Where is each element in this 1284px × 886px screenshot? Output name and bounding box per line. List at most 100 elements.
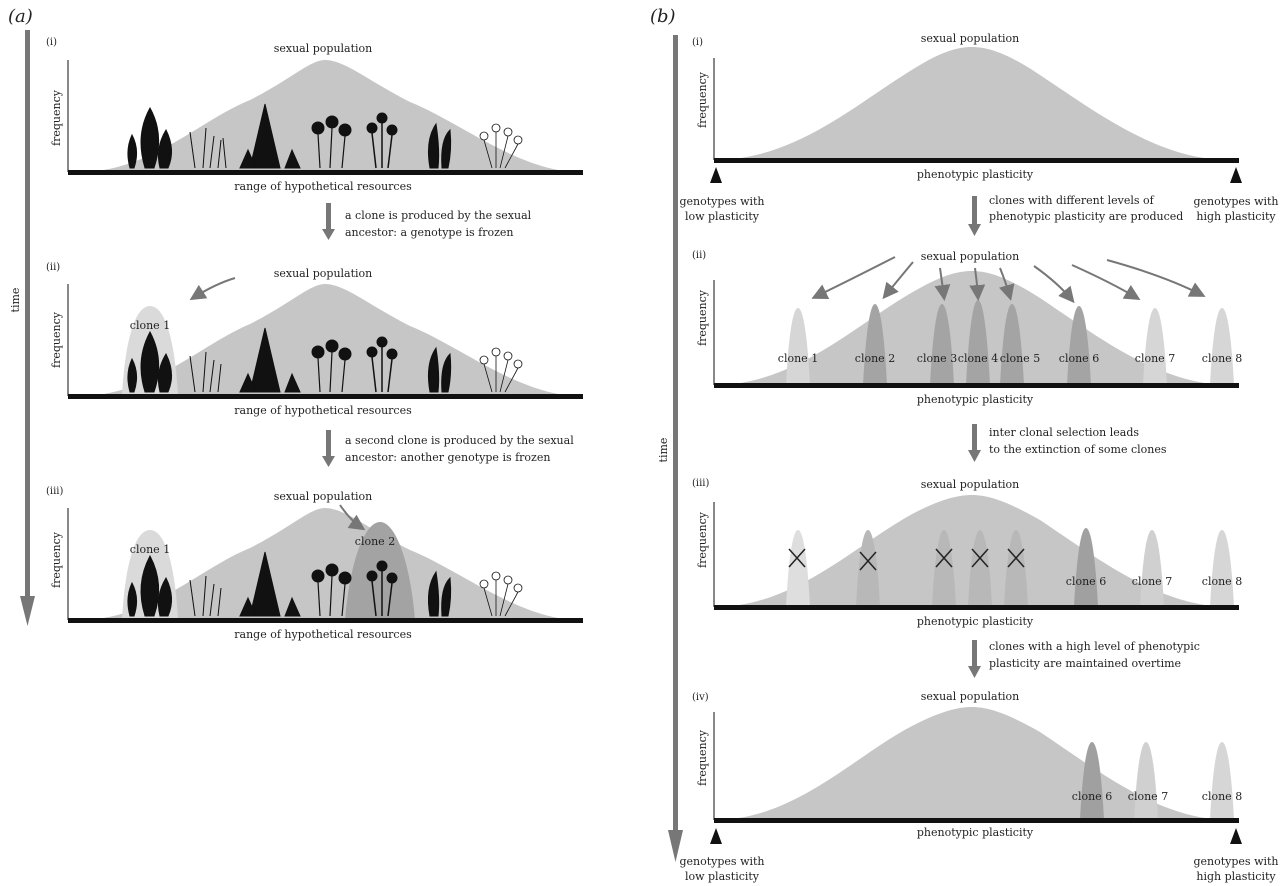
step-arrow: clones with different levels of phenotyp… [968, 194, 1183, 236]
clone-label: clone 8 [1202, 790, 1242, 803]
population-title: sexual population [921, 32, 1020, 45]
low-marker [710, 828, 722, 844]
step-text-line2: to the extinction of some clones [989, 443, 1167, 456]
step-arrow: inter clonal selection leads to the exti… [968, 424, 1167, 462]
clone-label: clone 2 [855, 352, 895, 365]
population-title: sexual population [274, 267, 373, 280]
subpanel-label: (iii) [46, 486, 63, 497]
clone-curve [1140, 530, 1164, 607]
clone-curve [930, 304, 954, 385]
x-axis [68, 170, 583, 175]
panel-a-label: (a) [8, 6, 33, 27]
subpanel-label: (ii) [46, 262, 60, 273]
y-axis-label: frequency [50, 531, 63, 588]
time-label: time [657, 438, 670, 463]
x-axis [68, 394, 583, 399]
clone-curve [1210, 530, 1234, 607]
clone-label: clone 6 [1059, 352, 1099, 365]
time-arrow-head [668, 830, 683, 862]
low-label-line1: genotypes with [679, 855, 764, 868]
population-title: sexual population [921, 690, 1020, 703]
clone-curve [856, 530, 880, 607]
clone-curve [968, 530, 992, 607]
clone-label: clone 2 [355, 535, 395, 548]
panel-b-iv: (iv) sexual population frequency clone 6… [679, 690, 1278, 883]
clone-label: clone 7 [1132, 575, 1172, 588]
clone-curves [786, 528, 1234, 607]
step-arrow: a second clone is produced by the sexual… [322, 430, 574, 467]
population-title: sexual population [274, 42, 373, 55]
panel-b-ii: (ii) sexual population frequency [692, 250, 1242, 406]
high-label-line1: genotypes with [1193, 855, 1278, 868]
plant-silhouettes [127, 103, 523, 169]
step-arrow: clones with a high level of phenotypic p… [968, 640, 1200, 678]
step-text-line1: a second clone is produced by the sexual [345, 434, 574, 447]
low-label-line2: low plasticity [685, 870, 760, 883]
panel-a: (a) time (i) sexual population frequency [8, 6, 583, 641]
panel-a-ii: (ii) sexual population frequency clone 1 [46, 262, 583, 417]
panel-b-i: (i) sexual population frequency phenotyp… [679, 32, 1278, 223]
clone-arrow [339, 504, 366, 531]
population-title: sexual population [274, 490, 373, 503]
step-text-line2: plasticity are maintained overtime [989, 657, 1181, 670]
time-arrow-shaft [673, 35, 678, 835]
x-axis-label: range of hypothetical resources [234, 180, 412, 193]
clone-curve [1004, 530, 1028, 607]
y-axis-label: frequency [696, 729, 709, 786]
y-axis-label: frequency [696, 289, 709, 346]
clone-label: clone 4 [958, 352, 998, 365]
x-axis-label: phenotypic plasticity [917, 393, 1034, 406]
x-axis [714, 383, 1239, 388]
panel-a-i: (i) sexual population frequency [46, 37, 583, 193]
step-text-line1: a clone is produced by the sexual [345, 209, 532, 222]
step-text-line1: clones with different levels of [989, 194, 1155, 207]
population-title: sexual population [921, 478, 1020, 491]
x-axis [714, 818, 1239, 823]
x-axis-label: phenotypic plasticity [917, 168, 1034, 181]
clone-curve [786, 530, 810, 607]
subpanel-label: (i) [46, 37, 57, 48]
subpanel-label: (iv) [692, 692, 709, 703]
clone-label: clone 1 [130, 319, 170, 332]
clone-curves [1080, 742, 1234, 820]
clone-label: clone 1 [130, 543, 170, 556]
step-text-line1: clones with a high level of phenotypic [989, 640, 1200, 653]
clone-curve [1000, 304, 1024, 385]
high-label-line1: genotypes with [1193, 195, 1278, 208]
clone-label: clone 3 [917, 352, 957, 365]
panel-b: (b) time (i) sexual population frequency… [650, 6, 1279, 883]
step-arrow: a clone is produced by the sexual ancest… [322, 203, 532, 240]
clone-label: clone 7 [1135, 352, 1175, 365]
x-axis [714, 158, 1239, 163]
y-axis-label: frequency [50, 311, 63, 368]
time-label: time [9, 288, 22, 313]
step-text-line1: inter clonal selection leads [989, 426, 1139, 439]
clone-label: clone 8 [1202, 575, 1242, 588]
clone-curve [786, 308, 810, 385]
clone-arrows [811, 256, 1206, 304]
low-label-line1: genotypes with [679, 195, 764, 208]
high-marker [1230, 828, 1242, 844]
low-label-line2: low plasticity [685, 210, 760, 223]
x-axis [714, 605, 1239, 610]
plant-silhouettes [127, 327, 523, 393]
panel-b-iii: (iii) sexual population frequency [692, 478, 1242, 628]
clone-label: clone 1 [778, 352, 818, 365]
population-title: sexual population [921, 250, 1020, 263]
clone-curve [863, 304, 887, 385]
clone-label: clone 7 [1128, 790, 1168, 803]
clone-label: clone 8 [1202, 352, 1242, 365]
clone-arrow [189, 277, 236, 301]
x-axis-label: phenotypic plasticity [917, 826, 1034, 839]
clone-curves [786, 300, 1234, 385]
high-label-line2: high plasticity [1196, 210, 1276, 223]
step-text-line2: ancestor: a genotype is frozen [345, 226, 513, 239]
y-axis-label: frequency [50, 89, 63, 146]
clone-curve [1067, 306, 1091, 385]
plant-silhouettes [127, 551, 523, 617]
clone-curve [932, 530, 956, 607]
clone-label: clone 5 [1000, 352, 1040, 365]
time-arrow-shaft [25, 30, 30, 600]
population-curve [718, 47, 1230, 160]
